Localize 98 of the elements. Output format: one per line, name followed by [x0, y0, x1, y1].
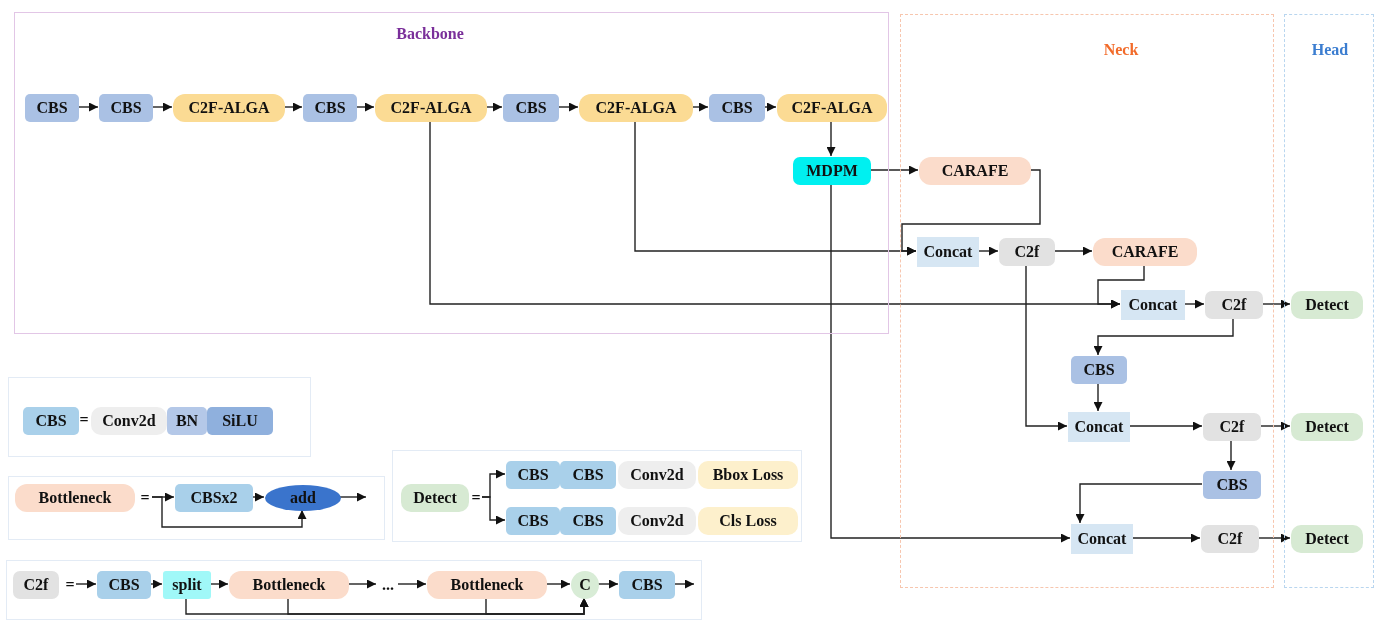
module-box: Detect: [1291, 291, 1363, 319]
arrow: [75, 579, 97, 589]
arrow: [1259, 421, 1291, 431]
module-box: CBS: [506, 461, 560, 489]
module-box: MDPM: [793, 157, 871, 185]
arrow: [151, 496, 307, 528]
module-box: Bottleneck: [229, 571, 349, 599]
module-box: CBS: [1203, 471, 1261, 499]
legend-panel: [8, 476, 385, 540]
arrow: [1025, 264, 1068, 431]
arrow: [1257, 533, 1291, 543]
module-box: Concat: [1071, 524, 1133, 554]
module-box: CBSx2: [175, 484, 253, 512]
module-box: split: [163, 571, 211, 599]
arrow: [1261, 299, 1291, 309]
arrow: [481, 496, 506, 525]
module-box: Conv2d: [618, 507, 696, 535]
module-box: Cls Loss: [698, 507, 798, 535]
module-box: Concat: [1068, 412, 1130, 442]
arrow: [597, 579, 619, 589]
module-box: C2F-ALGA: [375, 94, 487, 122]
module-box: C2F-ALGA: [579, 94, 693, 122]
equals-sign: =: [63, 573, 77, 597]
arrow: [763, 102, 777, 112]
module-box: CARAFE: [1093, 238, 1197, 266]
module-box: CBS: [97, 571, 151, 599]
arrow: [1053, 246, 1093, 256]
arrow: [77, 102, 99, 112]
module-box: CBS: [503, 94, 559, 122]
module-box: SiLU: [207, 407, 273, 435]
arrow: [1075, 483, 1203, 524]
module-box: CBS: [99, 94, 153, 122]
arrow: [869, 165, 919, 175]
arrow: [151, 102, 173, 112]
equals-sign: =: [469, 486, 483, 510]
module-box: CBS: [303, 94, 357, 122]
module-box: CBS: [23, 407, 79, 435]
module-box: Conv2d: [91, 407, 167, 435]
module-box: CBS: [1071, 356, 1127, 384]
legend-panel: [8, 377, 311, 457]
arrow: [557, 102, 579, 112]
module-box: C2f: [1205, 291, 1263, 319]
module-box: Detect: [1291, 525, 1363, 553]
arrow: [251, 492, 265, 502]
module-box: C2F-ALGA: [777, 94, 887, 122]
module-box: CBS: [619, 571, 675, 599]
module-box: CARAFE: [919, 157, 1031, 185]
ellipsis: ...: [377, 573, 399, 597]
arrow: [485, 102, 503, 112]
arrow: [397, 579, 427, 589]
arrow: [1226, 439, 1236, 471]
arrow: [826, 120, 836, 157]
arrow: [1093, 317, 1234, 356]
module-box: CBS: [709, 94, 765, 122]
module-box: CBS: [25, 94, 79, 122]
neck-panel: [900, 14, 1274, 588]
panel-title: Backbone: [396, 25, 464, 43]
backbone-panel: [14, 12, 889, 334]
arrow: [691, 102, 709, 112]
arrow: [634, 120, 917, 256]
module-box: BN: [167, 407, 207, 435]
module-box: Bbox Loss: [698, 461, 798, 489]
arrow: [283, 102, 303, 112]
legend-panel: [6, 560, 702, 620]
panel-title: Neck: [1103, 41, 1139, 59]
module-box: Concat: [917, 237, 979, 267]
module-box: Concat: [1121, 290, 1185, 320]
module-box: CBS: [560, 507, 616, 535]
arrow: [830, 183, 1071, 543]
arrow: [347, 579, 377, 589]
concat-circle: C: [571, 571, 599, 599]
module-box: C2f: [1203, 413, 1261, 441]
arrow: [485, 597, 589, 615]
arrow: [339, 492, 367, 502]
legend-panel: [392, 450, 802, 542]
module-box: C2f: [13, 571, 59, 599]
module-box: Bottleneck: [427, 571, 547, 599]
head-panel: [1284, 14, 1374, 588]
arrow: [429, 120, 1121, 309]
arrow: [545, 579, 571, 589]
module-box: Bottleneck: [15, 484, 135, 512]
arrow: [1093, 382, 1103, 412]
module-box: C2F-ALGA: [173, 94, 285, 122]
module-box: Conv2d: [618, 461, 696, 489]
panel-title: Head: [1311, 41, 1349, 59]
add-ellipse: add: [265, 485, 341, 511]
arrow: [149, 579, 163, 589]
module-box: C2f: [999, 238, 1055, 266]
module-box: CBS: [560, 461, 616, 489]
arrow: [355, 102, 375, 112]
arrow: [673, 579, 695, 589]
equals-sign: =: [79, 411, 89, 429]
equals-sign: =: [137, 486, 153, 510]
module-box: Detect: [401, 484, 469, 512]
module-box: C2f: [1201, 525, 1259, 553]
arrow: [209, 579, 229, 589]
module-box: CBS: [506, 507, 560, 535]
module-box: Detect: [1291, 413, 1363, 441]
